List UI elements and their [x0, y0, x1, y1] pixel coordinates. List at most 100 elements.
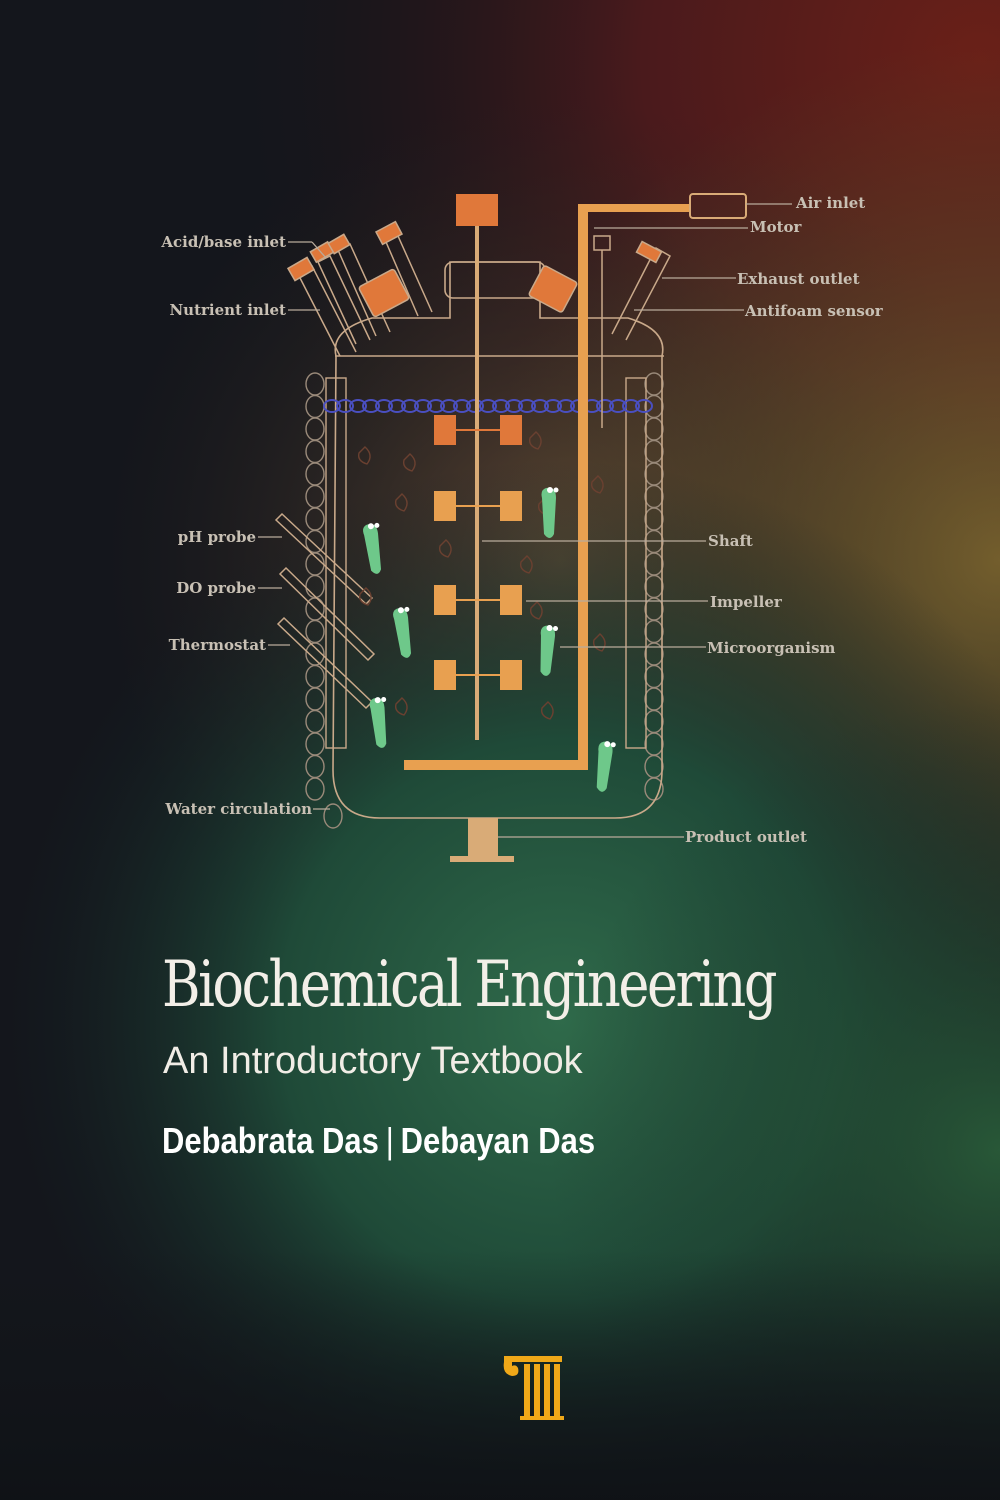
inlet-ports [286, 220, 671, 428]
coil-loop [305, 439, 325, 464]
bubble [402, 453, 416, 472]
coil-loop [305, 484, 325, 509]
sparger-ring [440, 399, 458, 413]
microbe-body [363, 524, 382, 574]
author-1: Debabrata Das [162, 1120, 379, 1161]
label-antifoam-sensor: Antifoam sensor [744, 302, 884, 320]
label-nutrient-inlet: Nutrient inlet [169, 301, 286, 319]
coil-loop [305, 777, 325, 801]
coil-loop [305, 507, 325, 531]
sparger-ring [427, 399, 445, 413]
microbe-eye [381, 696, 387, 702]
microbe-body [369, 697, 387, 748]
sparger-ring [492, 399, 510, 413]
coil-loop [305, 372, 325, 396]
coil-loop [644, 642, 664, 666]
microbe-eye [553, 625, 559, 631]
label-do-probe: DO probe [176, 579, 256, 597]
book-authors: Debabrata Das|Debayan Das [162, 1120, 595, 1162]
coil-loop [644, 462, 664, 486]
coil-loop [305, 394, 325, 419]
coil-loop [323, 803, 343, 829]
microbe [541, 487, 559, 538]
label-exhaust-outlet: Exhaust outlet [737, 270, 860, 288]
microbe-eye [367, 523, 374, 530]
coil-loop [644, 574, 664, 599]
label-motor: Motor [750, 218, 803, 236]
sparger-ring [622, 399, 640, 413]
coil-loop [644, 754, 664, 779]
coil-loop [644, 484, 664, 509]
coil-loop [305, 574, 325, 599]
coil-loop [305, 417, 325, 441]
label-impeller: Impeller [710, 593, 783, 611]
bubble [519, 555, 533, 574]
bubble [357, 446, 371, 465]
microbe [596, 741, 616, 792]
microorganisms [363, 487, 616, 792]
impeller-blade [434, 491, 456, 521]
impeller-blade [500, 415, 522, 445]
coil-loop [305, 664, 325, 689]
author-separator: | [385, 1120, 394, 1161]
coil-loop [305, 462, 325, 486]
column-logo-icon [503, 1356, 564, 1420]
bubble [394, 493, 408, 512]
microbe [363, 522, 382, 574]
sparger [323, 399, 653, 413]
coil-loop [305, 619, 325, 644]
air-filter [689, 193, 747, 219]
baffle-left [325, 377, 347, 749]
product-outlet-pipe [468, 818, 498, 858]
bubble [528, 431, 542, 450]
label-shaft: Shaft [708, 532, 753, 550]
product-outlet-base [450, 856, 514, 862]
sparger-ring [453, 399, 471, 413]
sparger-ring [336, 399, 354, 413]
sparger-ring [609, 399, 627, 413]
sparger-ring [362, 399, 380, 413]
label-ph-probe: pH probe [178, 528, 256, 546]
microbe-eye [553, 487, 559, 493]
microbe [393, 606, 412, 658]
label-air-inlet: Air inlet [795, 194, 865, 212]
bubble [358, 587, 372, 606]
impeller-blade [500, 491, 522, 521]
impeller-blade [434, 415, 456, 445]
coil-loop [644, 552, 664, 576]
impeller-blade [434, 585, 456, 615]
sparger-ring [635, 399, 653, 413]
coil-loop [644, 417, 664, 441]
coil-loop [644, 394, 664, 419]
sparger-ring [531, 399, 549, 413]
microbe-eye [374, 697, 381, 704]
diagram-labels: Air inlet Motor Acid/base inlet Exhaust … [160, 194, 883, 846]
microbe-eye [404, 606, 410, 612]
microbe-eye [610, 742, 616, 748]
sparger-ring [414, 399, 432, 413]
baffle-right [625, 377, 647, 749]
bubble [394, 697, 408, 716]
coil-loop [644, 372, 664, 396]
impeller-blade [434, 660, 456, 690]
microbe-body [393, 608, 412, 658]
microbe [540, 625, 559, 676]
impeller-blade [500, 585, 522, 615]
sparger-ring [505, 399, 523, 413]
impellers [434, 415, 522, 690]
coil-loop [305, 687, 325, 711]
bubble [590, 475, 604, 494]
label-acid-base-inlet: Acid/base inlet [160, 233, 286, 251]
microbe [369, 696, 387, 748]
sparger-ring [518, 399, 536, 413]
bubble [540, 701, 554, 720]
label-water-circulation: Water circulation [164, 800, 312, 818]
book-title: Biochemical Engineering [162, 948, 777, 1022]
label-microorganism: Microorganism [707, 639, 836, 657]
bubble [438, 539, 452, 558]
microbe-body [541, 487, 556, 538]
vessel-outline [332, 261, 664, 819]
coil-loop [305, 754, 325, 779]
sparger-ring [349, 399, 367, 413]
